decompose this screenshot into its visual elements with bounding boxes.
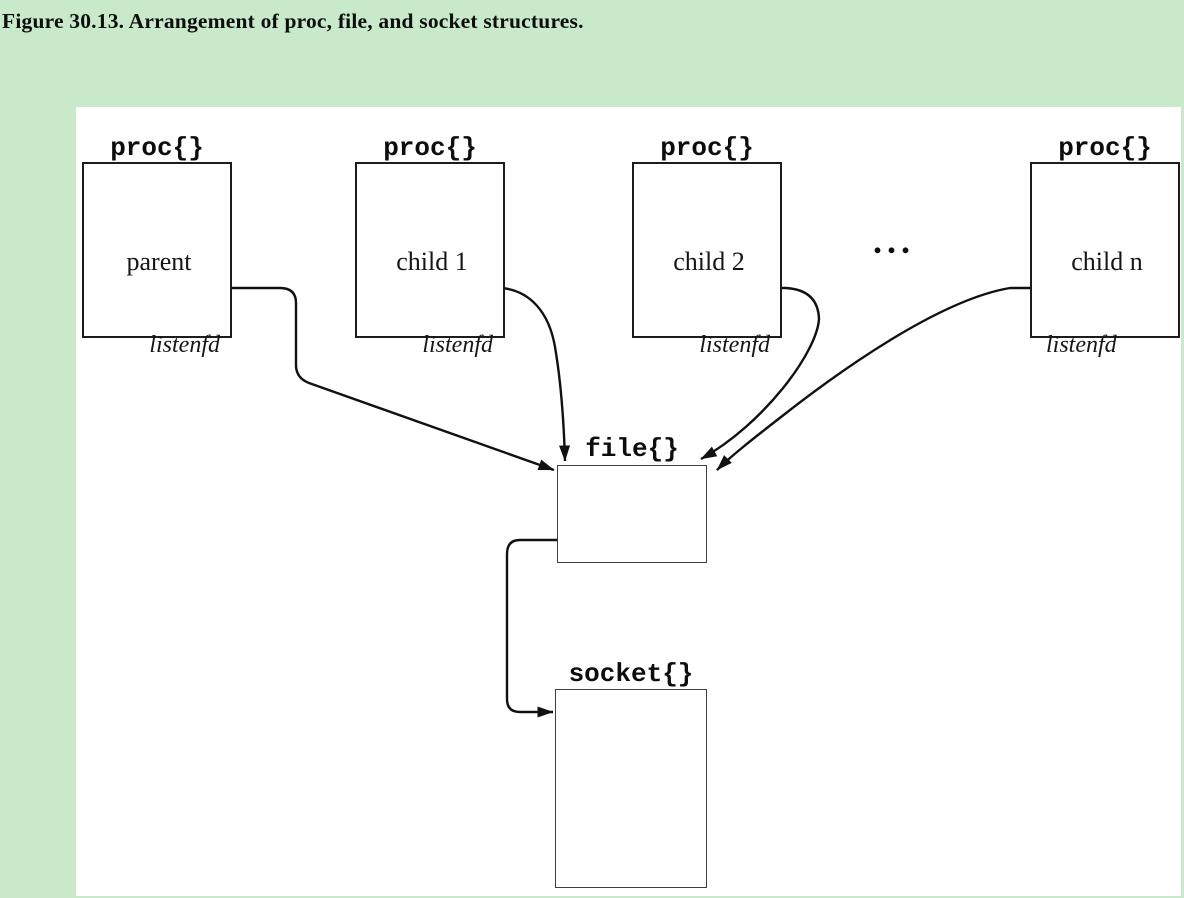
arrow-parent-to-file: [214, 286, 555, 472]
listenfd-field-child2: listenfd: [699, 332, 770, 358]
proc-name-child1: child 1: [396, 247, 468, 276]
socket-box: [555, 689, 707, 888]
file-struct-label: file{}: [585, 434, 679, 464]
proc-struct-label-parent: proc{}: [110, 133, 204, 163]
proc-name-parent: parent: [126, 247, 192, 276]
connector-layer: [214, 286, 1046, 718]
figure-caption: Figure 30.13. Arrangement of proc, file,…: [2, 9, 584, 33]
proc-box-child2: child 2 listenfd: [632, 162, 782, 358]
file-box: [557, 465, 707, 563]
proc-box-parent: parent listenfd: [82, 162, 232, 358]
arrow-childn-to-file: [716, 286, 1046, 471]
listenfd-field-childn: listenfd: [1046, 332, 1117, 358]
socket-struct-label: socket{}: [568, 659, 694, 689]
proc-name-childn: child n: [1071, 247, 1143, 276]
diagram-panel: proc{} parent listenfd proc{} child 1 li…: [76, 107, 1181, 896]
proc-struct-label-child1: proc{}: [383, 133, 477, 163]
arrow-child2-to-file: [700, 286, 821, 461]
proc-name-child2: child 2: [673, 247, 745, 276]
proc-struct-label-child2: proc{}: [660, 133, 754, 163]
proc-struct-label-childn: proc{}: [1058, 133, 1152, 163]
arrow-file-to-socket: [505, 538, 568, 718]
more-children-ellipsis: ...: [873, 221, 915, 261]
proc-box-childn: child n listenfd: [1030, 162, 1180, 358]
proc-box-child1: child 1 listenfd: [355, 162, 505, 358]
listenfd-field-child1: listenfd: [422, 332, 493, 358]
arrow-child1-to-file: [487, 286, 571, 462]
listenfd-field-parent: listenfd: [149, 332, 220, 358]
